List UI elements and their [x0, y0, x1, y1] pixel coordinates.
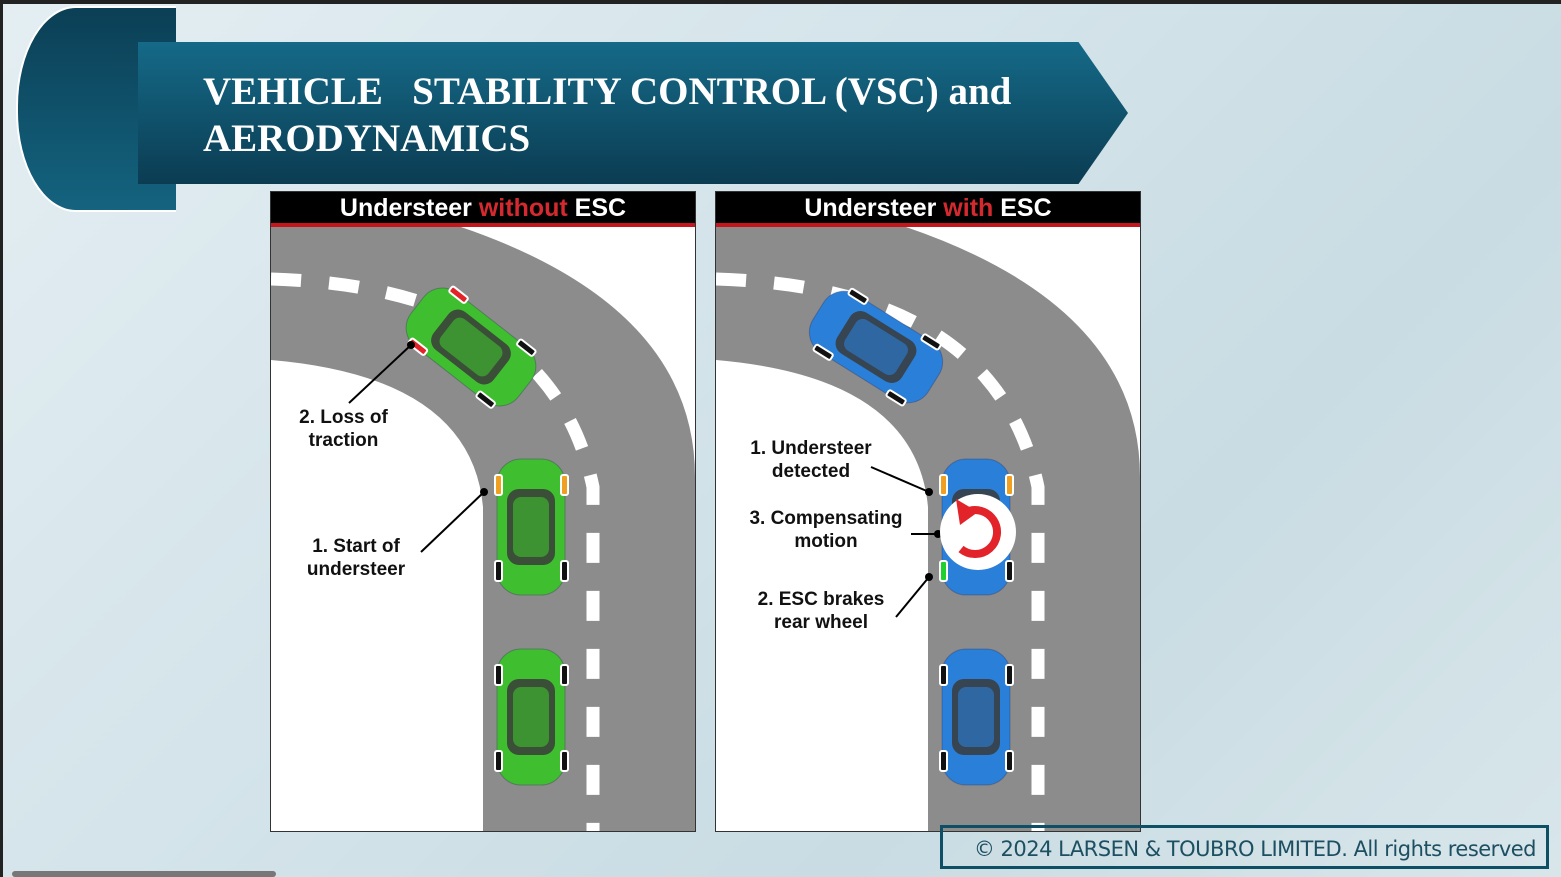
road [716, 227, 1140, 831]
wheel [494, 474, 503, 496]
road-diagram [271, 227, 695, 831]
car-roof [844, 318, 908, 376]
panel-with-esc: Understeer with ESC 1. Understeer detect… [715, 191, 1141, 832]
car [808, 287, 944, 407]
wheel [885, 389, 907, 407]
panel-title-part: Understeer [804, 194, 944, 222]
wheel [494, 560, 503, 582]
window-left-border [0, 0, 3, 877]
leader-dot [925, 488, 933, 496]
wheel [812, 343, 834, 361]
wheel [494, 664, 503, 686]
car-roof [513, 687, 549, 747]
leader-dot [925, 573, 933, 581]
window-top-border [0, 0, 1561, 4]
label-start-of-understeer: 1. Start of understeer [306, 536, 406, 580]
car [494, 648, 569, 786]
wheel [448, 285, 469, 304]
wheel [560, 750, 569, 772]
wheel [939, 474, 948, 496]
lane-marking [716, 272, 1045, 831]
wheel [920, 333, 942, 351]
leader-line [420, 491, 485, 553]
wheel [560, 474, 569, 496]
road-diagram [716, 227, 1140, 831]
car-roof [439, 317, 503, 377]
panel-title-highlight: with [943, 194, 994, 222]
wheel [1005, 664, 1014, 686]
car [494, 458, 569, 596]
title-banner [138, 42, 1128, 184]
copyright-footer: © 2024 LARSEN & TOUBRO LIMITED. All righ… [940, 825, 1549, 869]
car-roof [513, 497, 549, 557]
leader-line [895, 576, 930, 618]
panel-title-part: ESC [567, 194, 627, 222]
wheel [475, 390, 496, 409]
leader-line [870, 466, 930, 493]
panel-header: Understeer with ESC [716, 192, 1140, 227]
wheel [516, 338, 537, 357]
car-roof [958, 687, 994, 747]
title-line-1: VEHICLE STABILITY CONTROL (VSC) and [203, 70, 1012, 113]
wheel [939, 750, 948, 772]
wheel [939, 560, 948, 582]
wheel [494, 750, 503, 772]
leader-line [348, 344, 412, 404]
scrollbar[interactable] [12, 871, 276, 877]
panel-header: Understeer without ESC [271, 192, 695, 227]
title-line-2: AERODYNAMICS [203, 117, 531, 160]
wheel [1005, 560, 1014, 582]
car [939, 648, 1014, 786]
panel-title-highlight: without [478, 194, 568, 222]
label-esc-brakes-rear-wheel: 2. ESC brakes rear wheel [757, 589, 885, 633]
wheel [847, 287, 869, 305]
panel-without-esc: Understeer without ESC 2. Loss of tracti… [270, 191, 696, 832]
wheel [1005, 474, 1014, 496]
rotation-arrow-icon [940, 494, 1016, 570]
wheel [560, 664, 569, 686]
label-loss-of-traction: 2. Loss of traction [299, 407, 388, 451]
wheel [1005, 750, 1014, 772]
label-understeer-detected: 1. Understeer detected [750, 438, 872, 482]
label-compensating-motion: 3. Compensating motion [749, 508, 903, 552]
panel-title-part: ESC [993, 194, 1052, 222]
leader-dot [407, 341, 415, 349]
panel-title-part: Understeer [339, 194, 479, 222]
wheel [560, 560, 569, 582]
wheel [939, 664, 948, 686]
leader-dot [480, 488, 488, 496]
